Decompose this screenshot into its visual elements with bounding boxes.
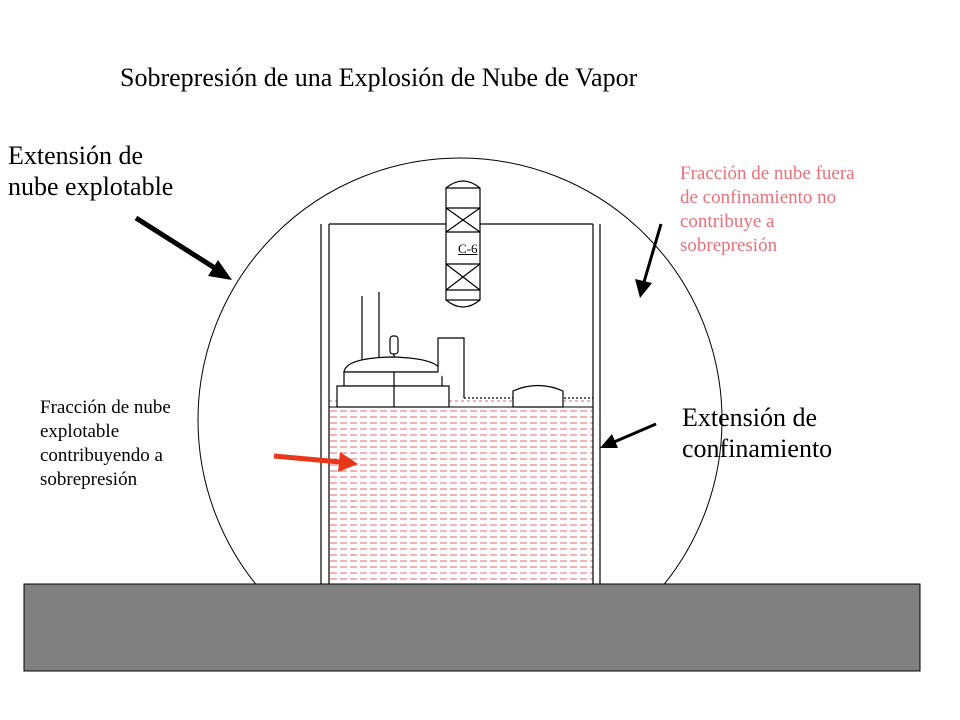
label-line: sobrepresión: [40, 469, 138, 491]
ground-slab: [23, 583, 921, 672]
process-equipment: [336, 292, 593, 408]
label-confinement-extent: Extensión de confinamiento: [682, 402, 832, 464]
label-inside-fraction: Fracción de nube explotable contribuyend…: [40, 396, 171, 493]
label-line: Fracción de nube: [40, 397, 171, 418]
arrow-outside-fraction: [635, 223, 663, 298]
label-line: contribuye a: [680, 211, 775, 233]
label-line: Extensión de: [8, 141, 144, 170]
column-tag-label: C-6: [457, 241, 479, 257]
arrow-inside-fraction: [273, 452, 358, 472]
label-cloud-extent: Extensión de nube explotable: [8, 140, 173, 202]
label-line: explotable: [40, 421, 120, 443]
label-line: sobrepresión: [680, 235, 778, 257]
label-line: contribuyendo a: [40, 445, 163, 467]
arrow-confinement: [600, 422, 657, 448]
label-line: de confinamiento no: [680, 187, 837, 209]
arrow-cloud-extent: [134, 215, 232, 280]
label-outside-fraction: Fracción de nube fuera de confinamiento …: [680, 162, 855, 259]
label-line: nube explotable: [8, 172, 174, 202]
cloud-extent-circle: [197, 157, 723, 584]
label-line: confinamiento: [682, 434, 833, 464]
page-title: Sobrepresión de una Explosión de Nube de…: [120, 63, 638, 92]
label-line: Extensión de: [682, 403, 818, 432]
label-line: Fracción de nube fuera: [680, 163, 855, 184]
